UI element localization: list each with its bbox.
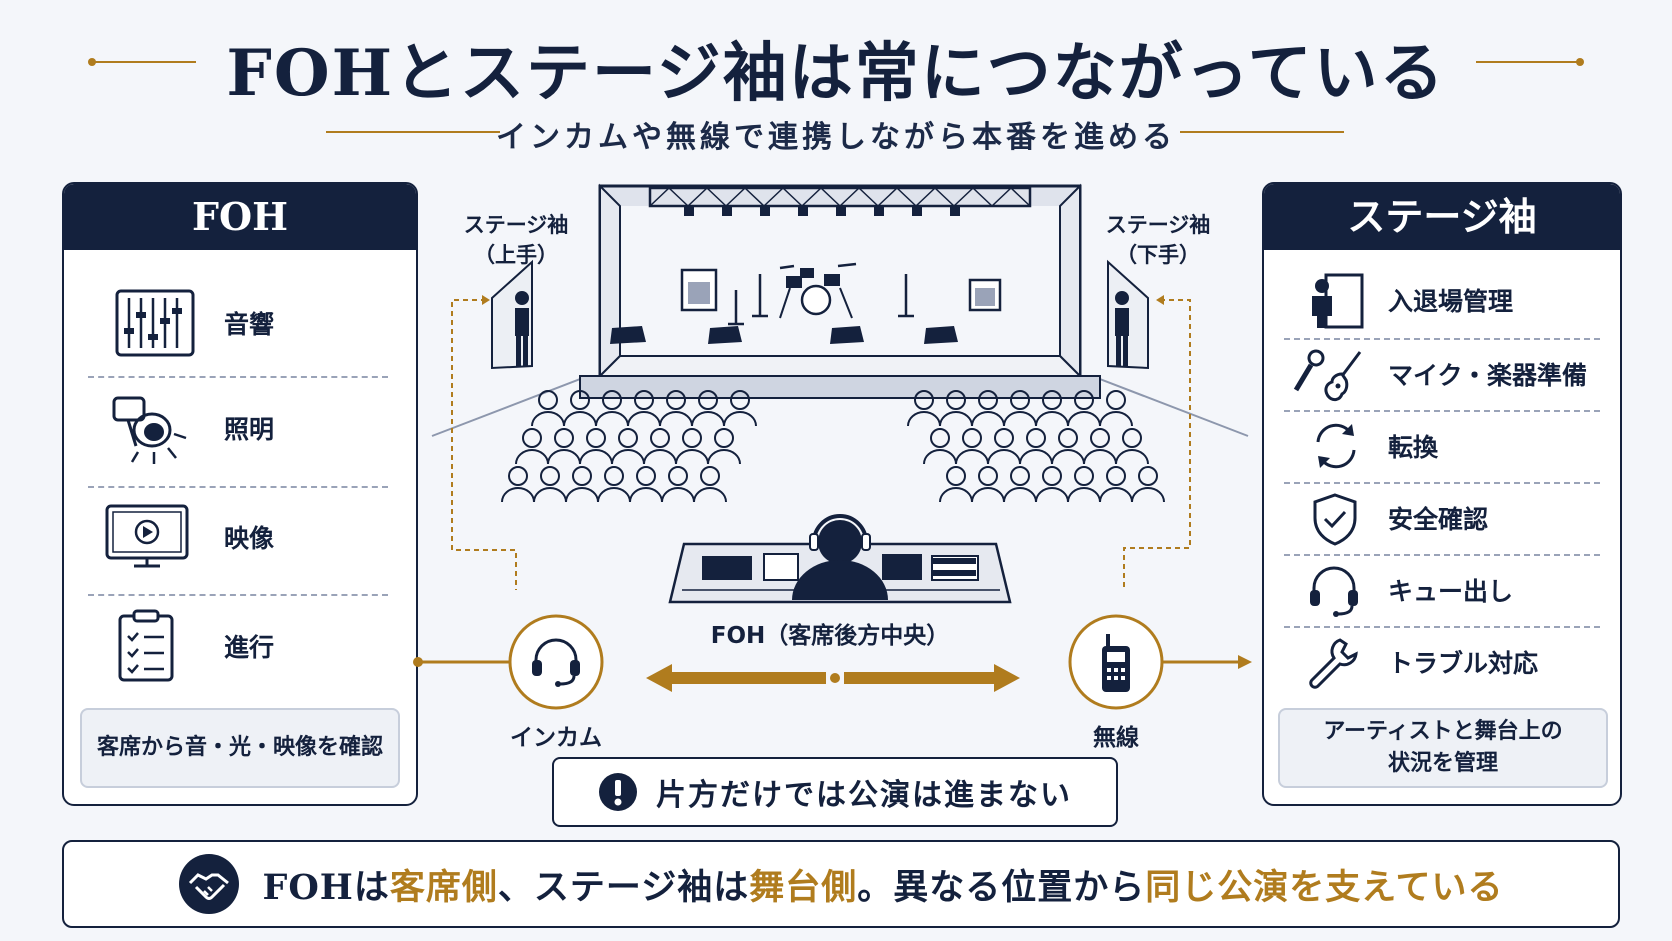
footer-highlight: 客席側 xyxy=(389,867,498,908)
footer-part: FOHは xyxy=(262,866,390,908)
foh-item-sound: 音響 xyxy=(64,288,416,358)
radio-label: 無線 xyxy=(1093,725,1139,751)
exclamation-icon xyxy=(599,773,637,811)
walkie-talkie-icon xyxy=(1102,634,1130,692)
stage-note: アーティストと舞台上の 状況を管理 xyxy=(1278,708,1608,788)
mixer-faders-icon xyxy=(115,289,195,357)
foh-item-label: 映像 xyxy=(224,524,275,553)
footer-text: FOHは客席側、ステージ袖は舞台側。異なる位置から同じ公演を支えている xyxy=(262,859,1503,910)
page-title: FOHとステージ袖は常につながっている xyxy=(226,36,1446,111)
warning-box: 片方だけでは公演は進まない xyxy=(552,757,1118,827)
page-subtitle: インカムや無線で連携しながら本番を進める xyxy=(496,120,1176,155)
stage-item-label: 転換 xyxy=(1388,433,1439,462)
divider xyxy=(1284,482,1600,484)
mic-guitar-icon xyxy=(1293,349,1362,402)
footer-part: 。異なる位置から xyxy=(857,867,1146,908)
intercom-headset-icon xyxy=(532,638,580,687)
divider xyxy=(88,594,388,596)
foh-item-label: 進行 xyxy=(224,633,275,662)
stage-item-label: キュー出し xyxy=(1388,577,1514,606)
wing-right-line2: （下手） xyxy=(1116,243,1200,267)
stage-item-changeover: 転換 xyxy=(1264,416,1620,476)
stage-item-entry-exit: 入退場管理 xyxy=(1264,270,1620,330)
wrench-icon xyxy=(1309,638,1358,689)
rotate-arrows-icon xyxy=(1316,423,1356,469)
spotlight-icon xyxy=(112,396,187,464)
stage-item-label: マイク・楽器準備 xyxy=(1388,361,1588,390)
stage-note-line1: アーティストと舞台上の xyxy=(1323,719,1563,744)
foh-panel: FOH 音響 照明 xyxy=(62,182,418,806)
stage-item-label: トラブル対応 xyxy=(1388,649,1539,678)
foh-note: 客席から音・光・映像を確認 xyxy=(80,708,400,788)
stage-panel: ステージ袖 入退場管理 マイク・楽器準備 転換 xyxy=(1262,182,1622,806)
venue-illustration xyxy=(431,183,1249,604)
video-monitor-icon xyxy=(105,504,189,568)
stage-item-trouble: トラブル対応 xyxy=(1264,632,1620,692)
shield-check-icon xyxy=(1313,493,1357,546)
divider xyxy=(1284,338,1600,340)
wing-left-line1: ステージ袖 xyxy=(463,213,569,237)
intercom-label: インカム xyxy=(510,725,602,751)
divider xyxy=(1284,554,1600,556)
wing-right-line1: ステージ袖 xyxy=(1105,213,1211,237)
footer-part: 、ステージ袖は xyxy=(497,867,750,908)
stage-item-safety: 安全確認 xyxy=(1264,488,1620,548)
foh-item-video: 映像 xyxy=(64,502,416,572)
divider xyxy=(88,486,388,488)
warning-text: 片方だけでは公演は進まない xyxy=(656,778,1072,813)
stage-panel-heading: ステージ袖 xyxy=(1264,184,1620,250)
stage-item-label: 入退場管理 xyxy=(1388,287,1514,316)
foh-note-text: 客席から音・光・映像を確認 xyxy=(96,735,383,760)
clipboard-checklist-icon xyxy=(118,609,174,682)
stage-item-label: 安全確認 xyxy=(1388,505,1489,534)
stage-item-cue: キュー出し xyxy=(1264,560,1620,620)
foh-item-lighting: 照明 xyxy=(64,390,416,466)
wing-left-label: ステージ袖 （上手） xyxy=(446,210,586,270)
foh-item-label: 音響 xyxy=(224,310,275,339)
footer-highlight: 舞台側 xyxy=(749,867,858,908)
divider xyxy=(1284,626,1600,628)
divider xyxy=(88,376,388,378)
stage-item-mic-instrument: マイク・楽器準備 xyxy=(1264,344,1620,404)
footer-part: を支えている xyxy=(1289,867,1504,908)
handshake-icon xyxy=(179,854,240,914)
foh-panel-heading: FOH xyxy=(64,184,416,250)
stage-note-line2: 状況を管理 xyxy=(1387,751,1498,776)
person-door-icon xyxy=(1312,273,1364,329)
foh-position-label: FOH（客席後方中央） xyxy=(710,623,950,649)
foh-item-progress: 進行 xyxy=(64,608,416,684)
footer-banner: FOHは客席側、ステージ袖は舞台側。異なる位置から同じ公演を支えている xyxy=(62,840,1620,928)
wing-left-line2: （上手） xyxy=(474,243,558,267)
title-decoration xyxy=(88,58,1584,133)
wing-right-label: ステージ袖 （下手） xyxy=(1088,210,1228,270)
footer-highlight: 同じ公演 xyxy=(1145,867,1290,908)
divider xyxy=(1284,410,1600,412)
foh-item-label: 照明 xyxy=(224,415,275,444)
headset-icon xyxy=(1310,566,1358,617)
